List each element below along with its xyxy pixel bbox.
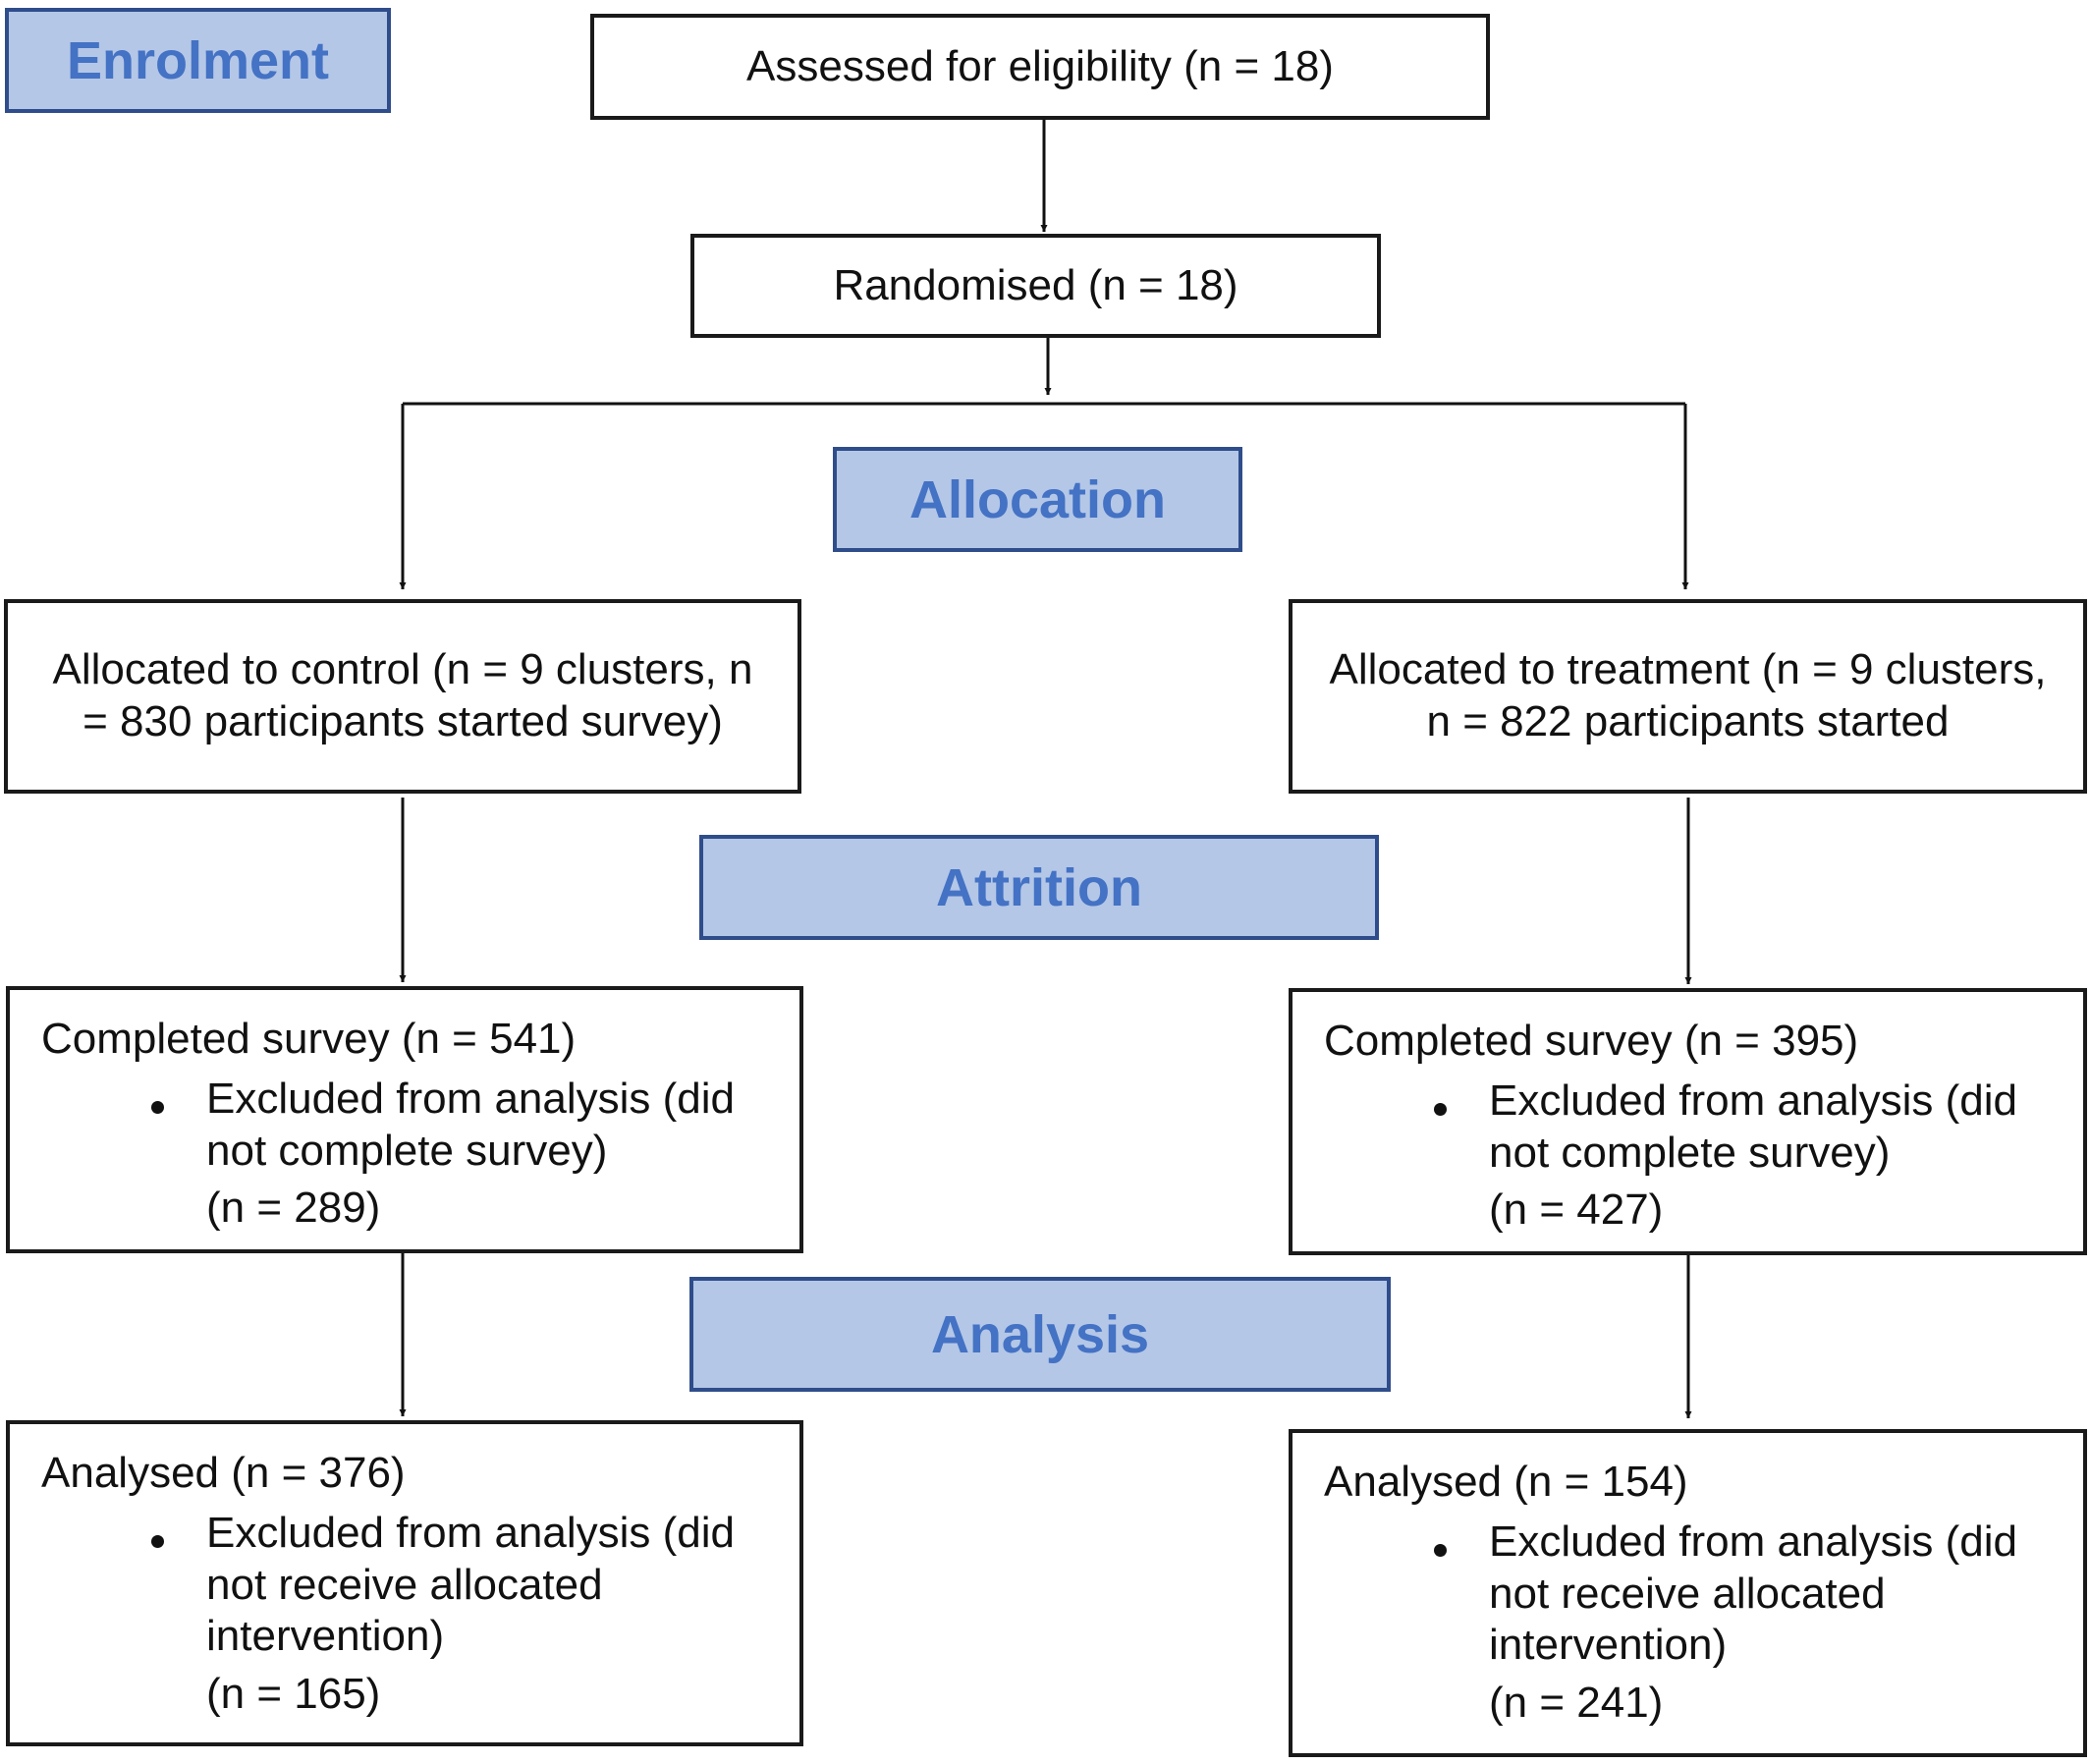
control-analysed-exclusion-text: Excluded from analysis (did not receive … (206, 1508, 736, 1661)
control-analysed-box: Analysed (n = 376) Excluded from analysi… (6, 1420, 803, 1746)
assessed-box: Assessed for eligibility (n = 18) (590, 14, 1490, 120)
treatment-allocation-box: Allocated to treatment (n = 9 clusters, … (1289, 599, 2087, 794)
randomised-box: Randomised (n = 18) (690, 234, 1381, 338)
control-analysed-title: Analysed (n = 376) (41, 1449, 406, 1497)
phase-label-analysis: Analysis (689, 1277, 1391, 1392)
treatment-analysed-title: Analysed (n = 154) (1324, 1458, 1688, 1506)
bullet-dot (1434, 1543, 1447, 1557)
control-completed-exclusion-text: Excluded from analysis (did not complete… (206, 1074, 736, 1175)
phase-label-enrolment: Enrolment (5, 8, 391, 113)
treatment-completed-exclusion-count: (n = 427) (1489, 1185, 1664, 1235)
treatment-completed-title: Completed survey (n = 395) (1324, 1017, 1859, 1065)
treatment-analysed-exclusion-text: Excluded from analysis (did not receive … (1489, 1516, 2018, 1670)
bullet-dot (1434, 1102, 1447, 1116)
phase-label-attrition: Attrition (699, 835, 1379, 940)
control-completed-title: Completed survey (n = 541) (41, 1015, 577, 1063)
control-analysed-exclusion-count: (n = 165) (206, 1670, 381, 1719)
bullet-dot (151, 1100, 164, 1114)
treatment-analysed-box: Analysed (n = 154) Excluded from analysi… (1289, 1429, 2087, 1757)
treatment-completed-box: Completed survey (n = 395) Excluded from… (1289, 988, 2087, 1255)
control-allocation-box: Allocated to control (n = 9 clusters, n … (4, 599, 801, 794)
control-completed-box: Completed survey (n = 541) Excluded from… (6, 986, 803, 1253)
bullet-dot (151, 1534, 164, 1548)
treatment-completed-exclusion-text: Excluded from analysis (did not complete… (1489, 1075, 2018, 1177)
control-completed-exclusion-count: (n = 289) (206, 1184, 381, 1233)
treatment-analysed-exclusion-count: (n = 241) (1489, 1679, 1664, 1728)
phase-label-allocation: Allocation (833, 447, 1242, 552)
